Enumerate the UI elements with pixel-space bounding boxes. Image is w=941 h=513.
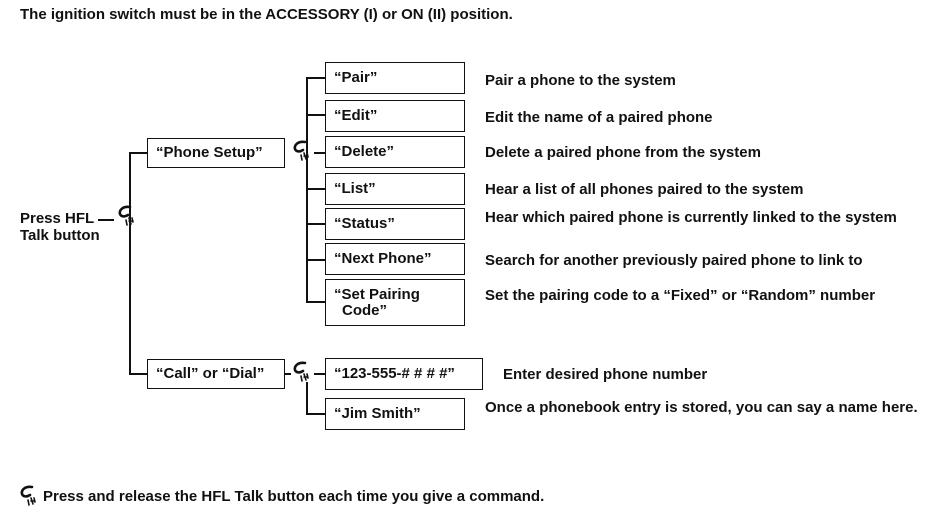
command-box-next-phone: “Next Phone”	[325, 243, 465, 275]
description-pair: Pair a phone to the system	[485, 72, 676, 89]
header-note: The ignition switch must be in the ACCES…	[20, 6, 513, 23]
connector	[306, 188, 326, 190]
call-dial-box: “Call” or “Dial”	[147, 359, 285, 389]
description-edit: Edit the name of a paired phone	[485, 109, 713, 126]
command-box-name: “Jim Smith”	[325, 398, 465, 430]
description-list: Hear a list of all phones paired to the …	[485, 181, 804, 198]
connector	[98, 219, 114, 221]
connector	[306, 301, 326, 303]
command-box-edit: “Edit”	[325, 100, 465, 132]
root-label-line1: Press HFL	[20, 210, 95, 227]
command-box-number: “123-555-# # # #”	[325, 358, 483, 390]
description-set-pairing-code: Set the pairing code to a “Fixed” or “Ra…	[485, 287, 876, 304]
talk-button-icon	[291, 360, 313, 382]
root-label-line2: Talk button	[20, 227, 100, 244]
talk-button-icon	[18, 484, 40, 506]
connector	[306, 223, 326, 225]
command-line: Code”	[342, 302, 387, 319]
footer-note: Press and release the HFL Talk button ea…	[43, 488, 545, 505]
command-line: “Set Pairing	[334, 286, 420, 303]
connector	[129, 373, 148, 375]
description-number: Enter desired phone number	[503, 366, 708, 383]
connector	[306, 382, 308, 414]
connector	[306, 114, 326, 116]
command-box-set-pairing-code: “Set Pairing Code”	[325, 279, 465, 326]
connector	[285, 373, 291, 375]
connector	[129, 152, 131, 374]
connector	[306, 77, 326, 79]
connector	[314, 373, 326, 375]
description-status: Hear which paired phone is currently lin…	[485, 209, 897, 226]
description-name: Once a phonebook entry is stored, you ca…	[485, 399, 918, 416]
connector	[314, 152, 326, 154]
connector	[306, 413, 326, 415]
command-box-list: “List”	[325, 173, 465, 205]
command-box-delete: “Delete”	[325, 136, 465, 168]
command-box-status: “Status”	[325, 208, 465, 240]
connector	[306, 259, 326, 261]
talk-button-icon	[291, 139, 313, 161]
description-next-phone: Search for another previously paired pho…	[485, 252, 863, 269]
connector	[129, 152, 148, 154]
phone-setup-box: “Phone Setup”	[147, 138, 285, 168]
command-box-pair: “Pair”	[325, 62, 465, 94]
talk-button-icon	[116, 204, 138, 226]
description-delete: Delete a paired phone from the system	[485, 144, 761, 161]
